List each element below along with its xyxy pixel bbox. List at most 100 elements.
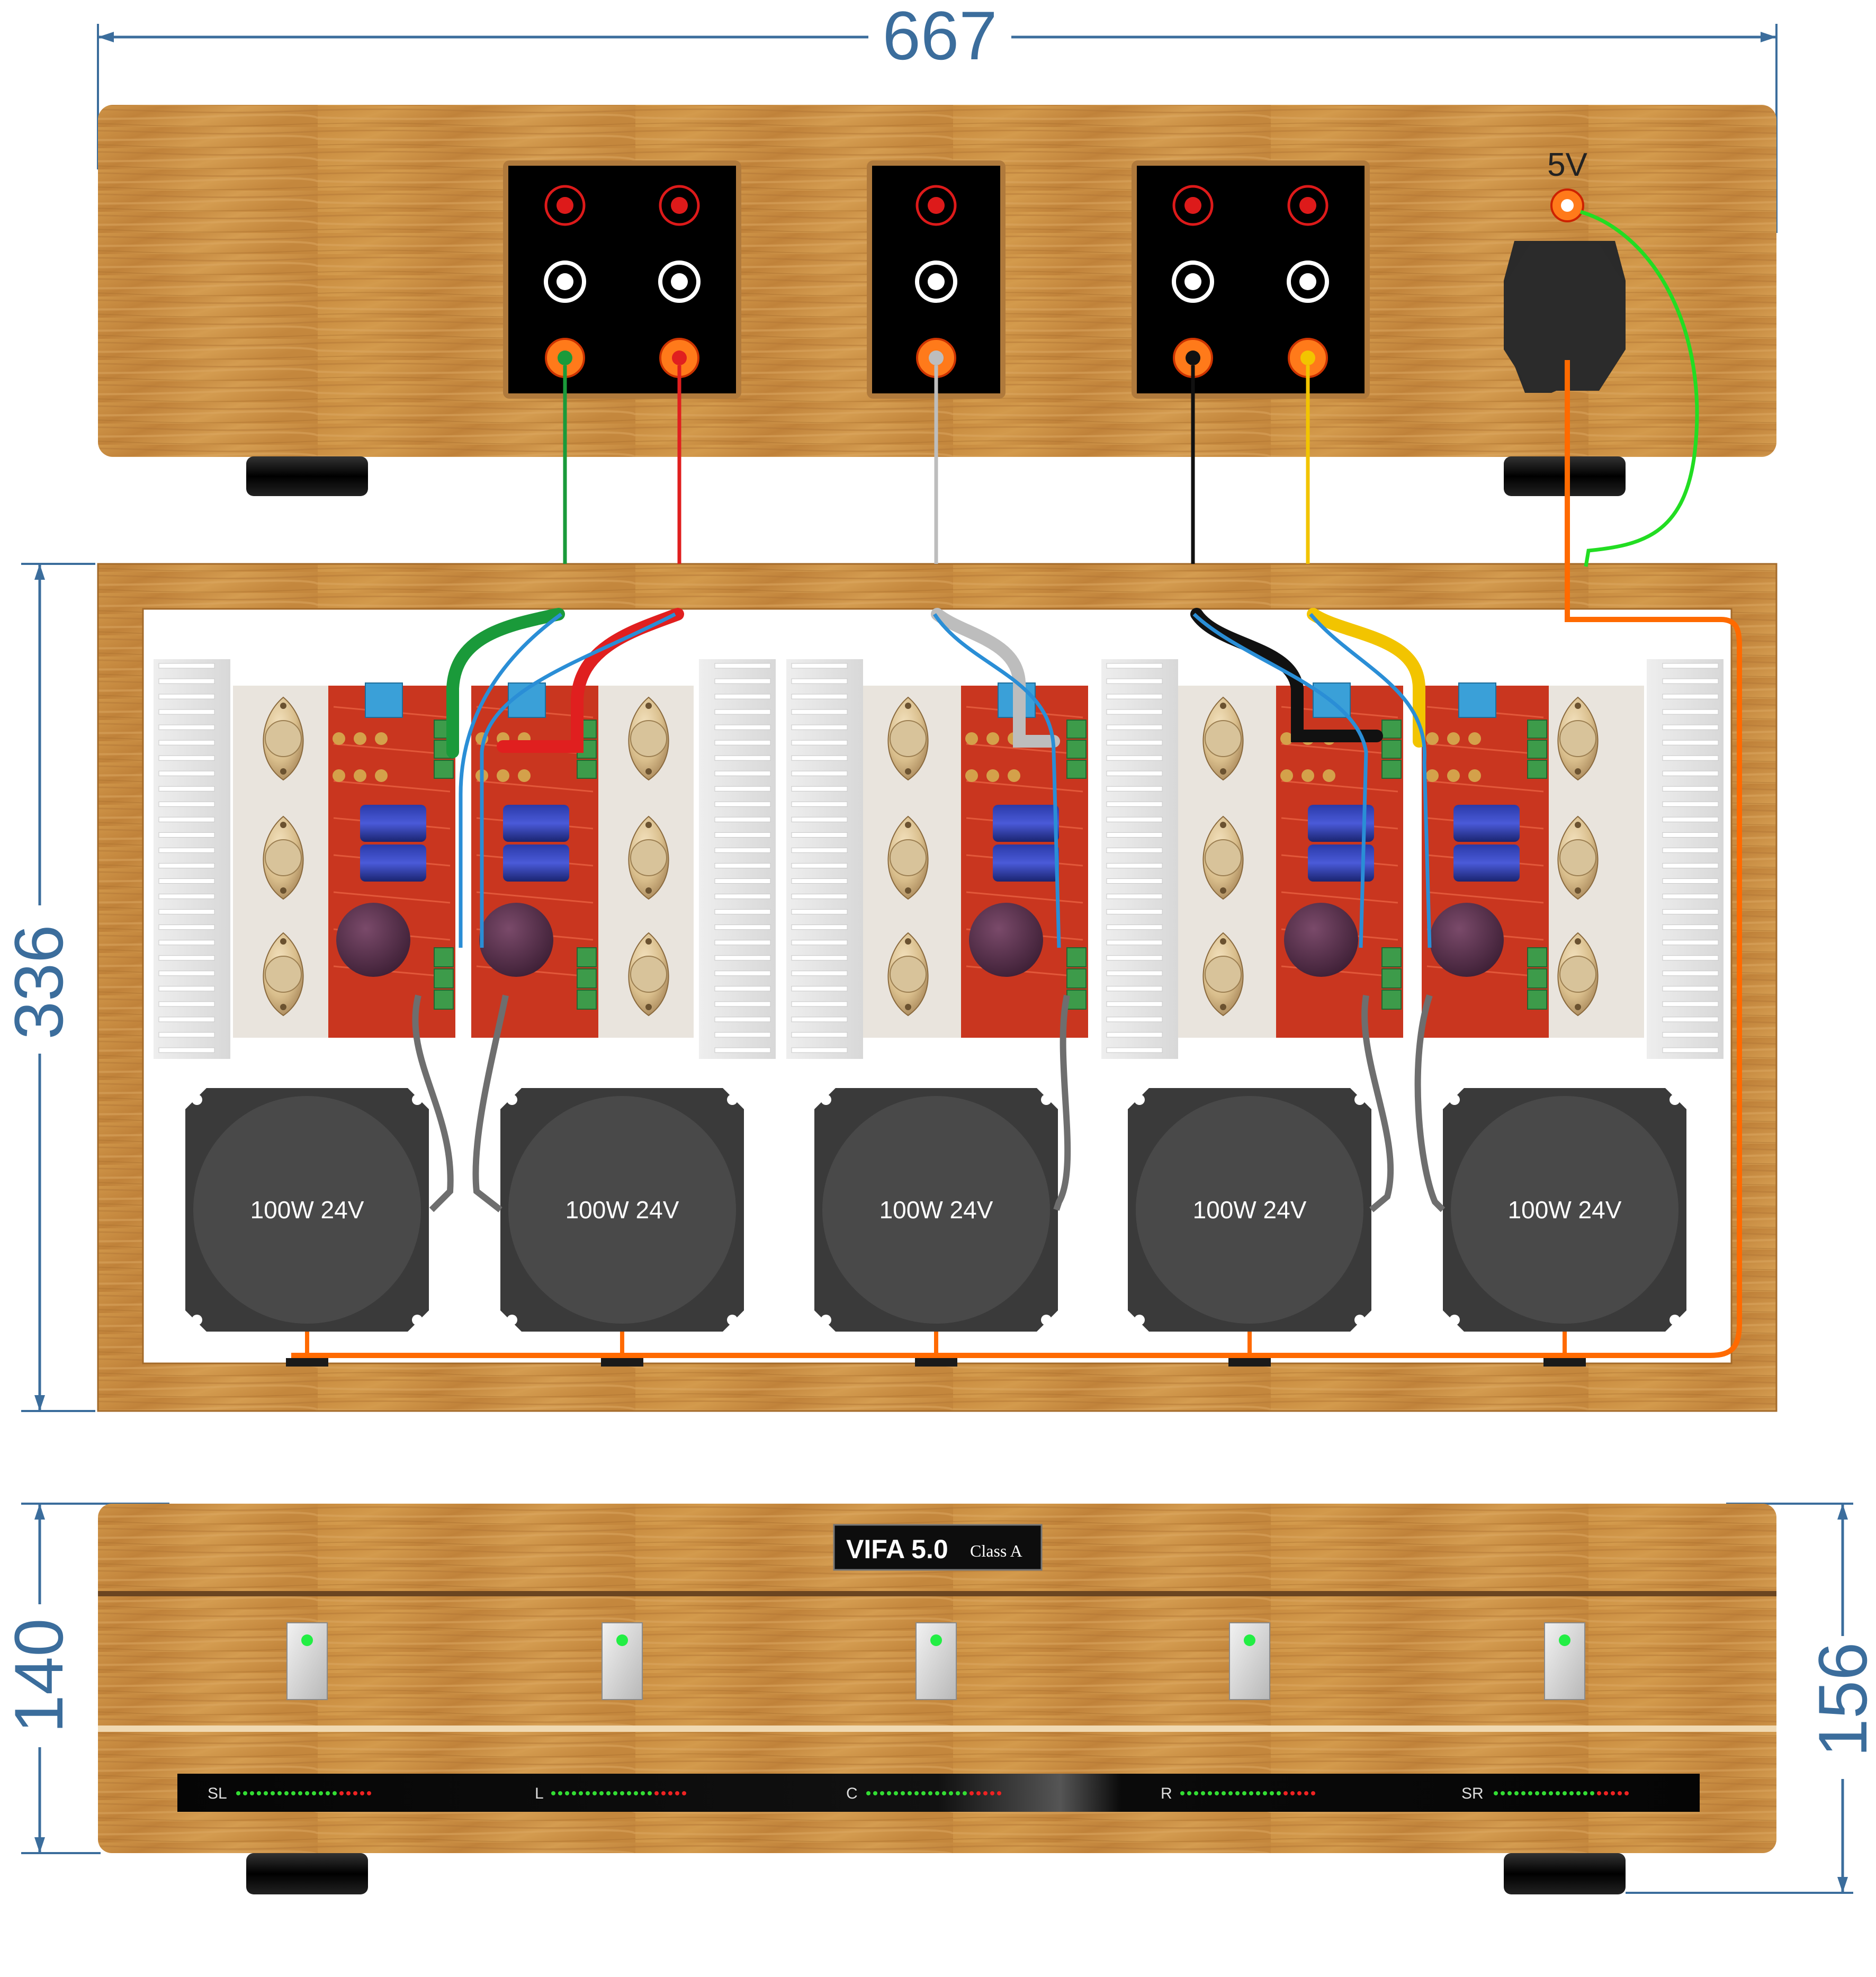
level-dot bbox=[1194, 1791, 1198, 1795]
level-dot bbox=[1235, 1791, 1240, 1795]
trigger-5v-jack-icon[interactable] bbox=[1550, 188, 1584, 222]
secondary-wire bbox=[412, 994, 454, 1212]
terminal-block bbox=[1066, 740, 1087, 759]
power-transistor bbox=[1202, 696, 1244, 781]
rca-white-pin-icon bbox=[556, 273, 573, 290]
level-dot bbox=[593, 1791, 597, 1795]
mount-hole-icon bbox=[1354, 1094, 1365, 1105]
level-dot bbox=[250, 1791, 254, 1795]
level-dot bbox=[880, 1791, 884, 1795]
level-dot bbox=[983, 1791, 988, 1795]
rca-white-jack-icon[interactable] bbox=[1287, 260, 1329, 303]
mount-hole-icon bbox=[821, 1315, 831, 1325]
rca-white-jack-icon[interactable] bbox=[544, 260, 586, 303]
level-dot bbox=[935, 1791, 939, 1795]
rca-red-jack-icon[interactable] bbox=[659, 185, 700, 226]
rca-white-pin-icon bbox=[1299, 273, 1316, 290]
logo-text: VIFA 5.0 bbox=[846, 1534, 948, 1564]
power-transistor bbox=[628, 696, 669, 781]
rca-channel-2 bbox=[658, 185, 701, 378]
level-dot bbox=[661, 1791, 666, 1795]
level-dot bbox=[627, 1791, 631, 1795]
transformer-core bbox=[1136, 1096, 1363, 1324]
terminal-block bbox=[434, 990, 454, 1010]
mount-hole-icon bbox=[1449, 1315, 1460, 1325]
switch-plate[interactable] bbox=[1544, 1622, 1585, 1700]
led-indicator-icon bbox=[930, 1634, 942, 1646]
switch-plate[interactable] bbox=[1229, 1622, 1270, 1700]
mount-hole-icon bbox=[727, 1315, 738, 1325]
level-dot bbox=[873, 1791, 877, 1795]
power-switch-sr[interactable] bbox=[1544, 1622, 1585, 1700]
level-dot bbox=[360, 1791, 364, 1795]
level-dot bbox=[1215, 1791, 1219, 1795]
rca-channel-5 bbox=[1287, 185, 1329, 378]
led-indicator-icon bbox=[616, 1634, 628, 1646]
channel-label: C bbox=[846, 1785, 858, 1802]
level-dot bbox=[367, 1791, 371, 1795]
level-dot bbox=[1576, 1791, 1581, 1795]
rca-channel-4 bbox=[1172, 185, 1214, 378]
terminal-block bbox=[1381, 760, 1402, 779]
level-dot bbox=[1514, 1791, 1519, 1795]
rca-output-pin-icon bbox=[929, 351, 944, 365]
rca-red-jack-icon[interactable] bbox=[1172, 185, 1214, 226]
main-capacitor bbox=[969, 903, 1043, 977]
secondary-wire bbox=[1053, 994, 1071, 1211]
ground-wire bbox=[1309, 613, 1432, 948]
terminal-block bbox=[434, 968, 454, 988]
level-dot bbox=[949, 1791, 953, 1795]
terminal-block bbox=[1381, 720, 1402, 739]
power-switch-c[interactable] bbox=[915, 1622, 957, 1700]
level-dot bbox=[648, 1791, 652, 1795]
terminal-block bbox=[1381, 740, 1402, 759]
terminal-block bbox=[1527, 760, 1547, 779]
power-transistor bbox=[1557, 696, 1599, 781]
rca-red-jack-icon[interactable] bbox=[915, 185, 957, 226]
level-dot bbox=[914, 1791, 919, 1795]
level-dot bbox=[243, 1791, 247, 1795]
filter-capacitor bbox=[1453, 844, 1520, 882]
power-switch-l[interactable] bbox=[602, 1622, 643, 1700]
transformer-2: 100W 24V bbox=[500, 1088, 744, 1332]
logo-subtext: Class A bbox=[970, 1541, 1022, 1560]
vu-meter-sr: SR bbox=[1461, 1785, 1629, 1802]
led-indicator-icon bbox=[1559, 1634, 1570, 1646]
level-dot bbox=[305, 1791, 309, 1795]
transformer-core bbox=[1451, 1096, 1678, 1324]
rca-white-jack-icon[interactable] bbox=[658, 260, 701, 303]
power-transistor bbox=[263, 932, 304, 1017]
switch-plate[interactable] bbox=[915, 1622, 957, 1700]
level-dot bbox=[236, 1791, 240, 1795]
terminal-block bbox=[1066, 720, 1087, 739]
transformer-3: 100W 24V bbox=[814, 1088, 1058, 1332]
rca-output-pin-icon bbox=[1186, 351, 1200, 365]
ground-wire bbox=[459, 613, 563, 948]
filter-capacitor bbox=[993, 805, 1059, 842]
level-dot bbox=[586, 1791, 590, 1795]
transformer-label: 100W 24V bbox=[1193, 1196, 1307, 1224]
power-transistor bbox=[1202, 815, 1244, 900]
heatsink bbox=[1101, 659, 1178, 1059]
mount-hole-icon bbox=[1041, 1315, 1052, 1325]
depth-value: 336 bbox=[0, 925, 77, 1040]
switch-plate[interactable] bbox=[602, 1622, 643, 1700]
rca-white-jack-icon[interactable] bbox=[915, 260, 957, 303]
level-dot bbox=[963, 1791, 967, 1795]
front-height-value: 140 bbox=[0, 1619, 77, 1733]
rca-white-jack-icon[interactable] bbox=[1172, 260, 1214, 303]
rca-red-pin-icon bbox=[671, 197, 688, 214]
power-switch-r[interactable] bbox=[1229, 1622, 1270, 1700]
rca-red-jack-icon[interactable] bbox=[544, 185, 586, 226]
level-dot bbox=[291, 1791, 295, 1795]
switch-plate[interactable] bbox=[286, 1622, 328, 1700]
rca-red-pin-icon bbox=[556, 197, 573, 214]
level-dot bbox=[1249, 1791, 1253, 1795]
rca-red-jack-icon[interactable] bbox=[1287, 185, 1329, 226]
level-dot bbox=[921, 1791, 926, 1795]
rca-output-pin-icon bbox=[672, 351, 687, 365]
rca-white-pin-icon bbox=[671, 273, 688, 290]
level-dot bbox=[887, 1791, 891, 1795]
power-switch-sl[interactable] bbox=[286, 1622, 328, 1700]
